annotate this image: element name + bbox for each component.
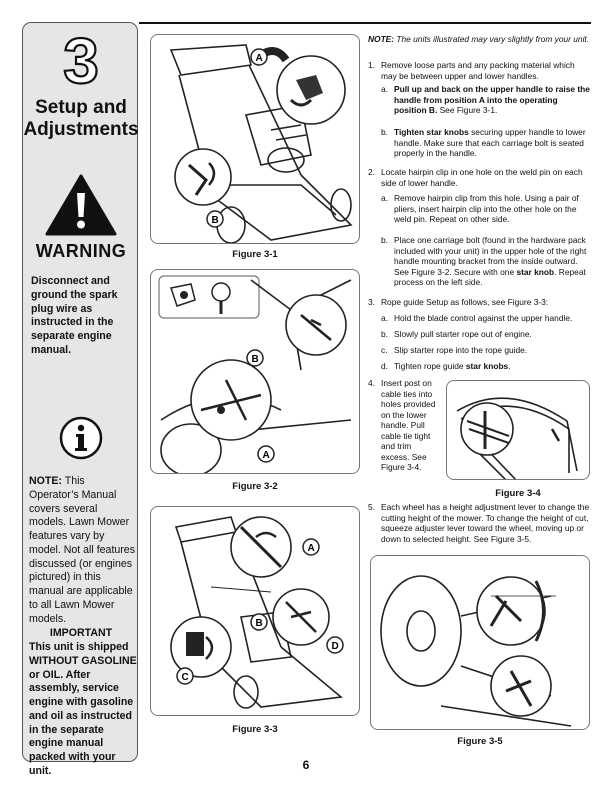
step-3a: a. Hold the blade control against the up… [381, 313, 590, 324]
step-1: 1. Remove loose parts and any packing ma… [368, 60, 590, 81]
step-2b: b. Place one carriage bolt (found in the… [381, 235, 590, 288]
instructions-note-label: NOTE: [368, 34, 395, 44]
page-number: 6 [302, 758, 310, 772]
step-3d-text: Tighten rope guide [394, 361, 466, 371]
step-1b-bold: Tighten star knobs [394, 127, 469, 137]
warning-label: WARNING [35, 241, 127, 261]
step-2a-num: a. [381, 193, 388, 203]
figure-3-2: B A [150, 269, 360, 474]
instructions-note: NOTE: The units illustrated may vary sli… [368, 34, 590, 45]
sidebar-note-label: NOTE: [29, 475, 62, 487]
step-3d: d. Tighten rope guide star knobs. [381, 361, 590, 372]
figure-3-3-callout-d: D [332, 641, 339, 652]
step-2b-bold: star knob [516, 266, 555, 277]
figure-3-1-illustration: A B [169, 44, 353, 243]
step-2-num: 2. [368, 167, 375, 177]
figure-3-4-caption: Figure 3-4 [495, 488, 541, 499]
step-3a-num: a. [381, 313, 388, 323]
info-icon [59, 416, 103, 460]
step-3-text: Rope guide Setup as follows, see Figure … [381, 297, 549, 307]
step-5: 5. Each wheel has a height adjustment le… [368, 502, 590, 544]
step-4: 4. Insert post on cable ties into holes … [368, 378, 440, 473]
section-title: Setup and Adjustments [23, 97, 139, 141]
section-number: 3 [62, 25, 100, 97]
figure-3-3-callout-c: C [182, 672, 189, 683]
step-3b: b. Slowly pull starter rope out of engin… [381, 329, 590, 340]
warning-triangle-icon [45, 174, 117, 236]
figure-3-1: A B [150, 34, 360, 244]
step-1-text: Remove loose parts and any packing mater… [381, 60, 575, 81]
important-text: This unit is shipped WITHOUT GASOLINE or… [29, 641, 137, 777]
step-1b-num: b. [381, 127, 388, 137]
step-3d-num: d. [381, 361, 388, 371]
step-3c-num: c. [381, 345, 388, 355]
top-rule [139, 22, 591, 24]
step-5-num: 5. [368, 502, 375, 512]
figure-3-3-callout-a: A [308, 543, 315, 554]
step-2b-text: Place one carriage bolt (found in the ha… [394, 235, 587, 277]
figure-3-3: A B C D [150, 506, 360, 716]
figure-3-5-caption: Figure 3-5 [457, 736, 503, 747]
step-3b-num: b. [381, 329, 388, 339]
step-1b: b. Tighten star knobs securing upper han… [381, 127, 590, 159]
figure-3-3-callout-b: B [256, 618, 263, 629]
step-3d-bold: star knobs [465, 361, 509, 371]
step-2: 2. Locate hairpin clip in one hole on th… [368, 167, 590, 188]
step-3b-text: Slowly pull starter rope out of engine. [394, 329, 532, 339]
step-5-text: Each wheel has a height adjustment lever… [381, 502, 590, 544]
step-3: 3. Rope guide Setup as follows, see Figu… [368, 297, 590, 308]
step-4-text: Insert post on cable ties into holes pro… [381, 378, 436, 472]
warning-text: Disconnect and ground the spark plug wir… [31, 275, 118, 356]
figure-3-4 [446, 380, 590, 480]
step-3a-text: Hold the blade control against the upper… [394, 313, 573, 323]
step-2b-text2: . Repeat process on the left side. [394, 266, 586, 288]
step-3c-text: Slip starter rope into the rope guide. [394, 345, 528, 355]
figure-3-5 [370, 555, 590, 730]
figure-3-2-callout-a: A [263, 450, 270, 461]
sidebar: 3 Setup and Adjustments WARNING Disconne… [22, 22, 139, 777]
instructions-note-text: The units illustrated may vary slightly … [394, 34, 590, 44]
step-2a: a. Remove hairpin clip from this hole. U… [381, 193, 590, 225]
figure-3-5-illustration [380, 575, 572, 727]
step-4-num: 4. [368, 378, 375, 388]
step-3d-text2: . [508, 361, 511, 371]
step-1b-text: securing upper handle to lower handle. M… [394, 127, 586, 158]
step-1-num: 1. [368, 60, 375, 70]
step-1a: a. Pull up and back on the upper handle … [381, 84, 590, 116]
figure-3-2-caption: Figure 3-2 [232, 481, 278, 492]
step-2b-num: b. [381, 235, 388, 245]
step-3-num: 3. [368, 297, 375, 307]
step-2a-text: Remove hairpin clip from this hole. Usin… [394, 193, 579, 224]
important-heading: IMPORTANT [49, 627, 113, 639]
figure-3-3-illustration: A B C D [170, 516, 344, 709]
step-1a-text: See Figure 3-1. [437, 105, 498, 115]
figure-3-2-illustration: B A [158, 275, 352, 473]
step-1a-bold: Pull up and back on the upper handle to … [394, 84, 590, 115]
step-2-text: Locate hairpin clip in one hole on the w… [381, 167, 583, 188]
sidebar-note: NOTE: This Operator’s Manual covers seve… [29, 475, 137, 626]
section-title-line2: Adjustments [23, 118, 139, 140]
figure-3-3-caption: Figure 3-3 [232, 724, 278, 735]
figure-3-1-callout-a: A [256, 53, 263, 64]
figure-3-1-caption: Figure 3-1 [232, 249, 278, 260]
step-1a-num: a. [381, 84, 388, 94]
section-title-line1: Setup and [35, 97, 127, 118]
figure-3-4-illustration [456, 397, 578, 479]
sidebar-note-text: This Operator’s Manual covers several mo… [29, 475, 135, 625]
figure-3-1-callout-b: B [212, 215, 219, 226]
step-3c: c. Slip starter rope into the rope guide… [381, 345, 590, 356]
figure-3-2-callout-b: B [252, 354, 259, 365]
